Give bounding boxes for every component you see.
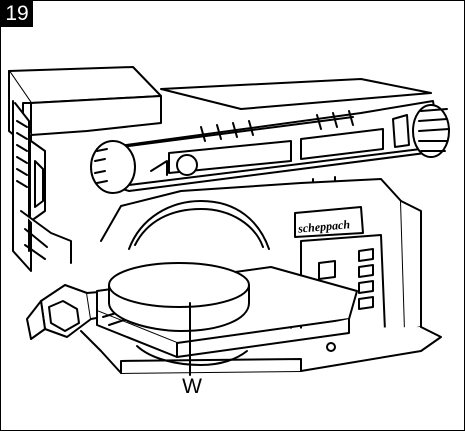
figure-number-badge: 19	[1, 1, 33, 27]
belt-arm	[91, 79, 449, 193]
workpiece-w	[109, 263, 249, 331]
motor-housing	[9, 67, 161, 271]
sanding-disc	[129, 201, 269, 365]
callout-label-w: W	[182, 375, 202, 398]
